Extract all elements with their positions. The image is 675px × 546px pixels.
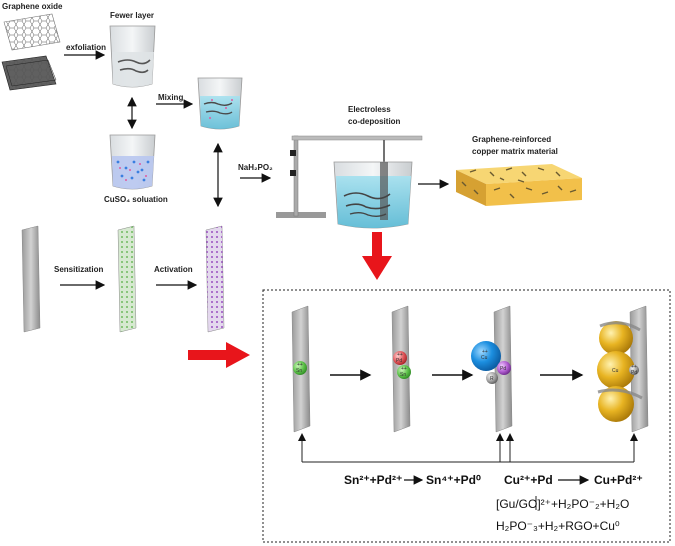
sensitized-panel <box>117 225 137 333</box>
sensitization-label: Sensitization <box>54 265 103 274</box>
pd-charge-4: ++ <box>631 364 637 370</box>
red-arrow-down <box>362 232 392 280</box>
deposition-apparatus <box>276 135 423 229</box>
sn-charge-1: ++ <box>297 362 303 368</box>
mechanism-box <box>262 289 671 543</box>
sn-particle-1 <box>293 361 307 375</box>
activation-label: Activation <box>154 265 193 274</box>
feedback-lines <box>298 433 638 510</box>
product-label-1: Graphene-reinforced <box>472 135 551 144</box>
equation-3: [Gu/GO]²⁺+H₂PO⁻₂+H₂O <box>496 497 629 511</box>
electroless-label-2: co-deposition <box>348 117 401 126</box>
product-label-2: copper matrix material <box>472 147 558 156</box>
mixing-label: Mixing <box>158 93 183 102</box>
beaker-fewer-layer <box>109 25 156 88</box>
pd-particle-2 <box>393 351 407 365</box>
cu-particle-3 <box>471 341 501 371</box>
pd-label-4: Pd <box>631 370 637 376</box>
electroless-label-1: Electroless <box>348 105 391 114</box>
graphene-oxide-sheets <box>1 13 61 91</box>
graphene-oxide-label: Graphene oxide <box>2 2 63 11</box>
substrate-panel <box>21 225 41 333</box>
equation-2-left: Cu²⁺+Pd <box>504 473 553 487</box>
r-label-3: R <box>490 376 494 382</box>
sn-particle-2 <box>397 365 411 379</box>
equation-1-left: Sn²⁺+Pd²⁺ <box>344 473 402 487</box>
exfoliation-label: exfoliation <box>66 43 106 52</box>
cuso4-label: CuSO₄ soluation <box>104 195 168 204</box>
pd-particle-4 <box>629 365 639 375</box>
cu-charge-3: ++ <box>482 349 488 355</box>
cu-label-4: Cu <box>612 368 619 374</box>
pd-particle-3 <box>497 361 511 375</box>
pd-charge-2: ++ <box>397 352 403 358</box>
beaker-mixing <box>197 77 243 130</box>
red-arrow-right <box>188 342 250 368</box>
equation-2-right: Cu+Pd²⁺ <box>594 473 643 487</box>
fewer-layer-label: Fewer layer <box>110 11 154 20</box>
graphene-copper-slab <box>456 164 582 206</box>
r-particle-3 <box>486 372 498 384</box>
cu-sphere-coating <box>597 321 643 422</box>
sn-charge-2: ++ <box>401 366 407 372</box>
sn-label-1: Sn <box>296 368 302 374</box>
pd-label-3: Pd <box>500 366 506 372</box>
equation-1-right: Sn⁴⁺+Pd⁰ <box>426 473 481 487</box>
nah2po2-label: NaH₂PO₂ <box>238 163 273 172</box>
sn-label-2: Sn <box>400 372 406 378</box>
pd-label-2: Pd <box>396 358 402 364</box>
equation-4: H₂PO⁻₃+H₂+RGO+Cu⁰ <box>496 519 620 533</box>
cu-label-3: Cu <box>481 355 488 361</box>
beaker-cuso4 <box>109 134 156 190</box>
activated-panel <box>205 225 225 333</box>
